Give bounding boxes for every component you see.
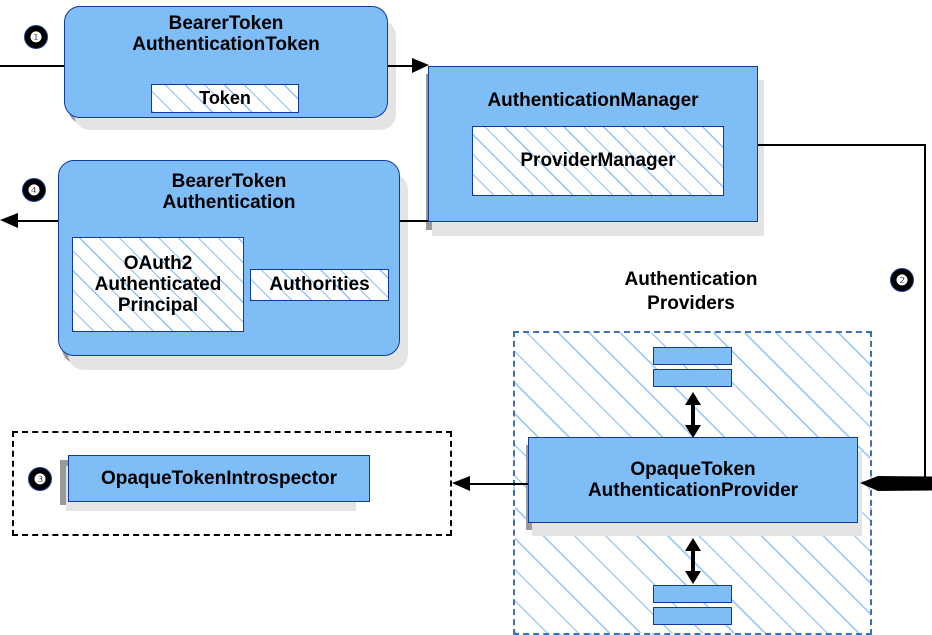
principal-label-line3: Principal <box>117 295 199 317</box>
authentication-providers-heading-line1: Authentication <box>624 269 758 290</box>
badge-step-1: ❶ <box>24 25 48 49</box>
badge-step-2-label: ❷ <box>895 271 909 288</box>
provider-stack-bar-bottom-1 <box>653 585 732 603</box>
principal-label-line1: OAuth2 <box>123 252 193 274</box>
double-arrow-bottom <box>685 538 701 584</box>
inner-box-token-label: Token <box>199 88 251 109</box>
node-opaque-token-authentication-provider[interactable]: OpaqueToken AuthenticationProvider <box>528 437 858 523</box>
authentication-manager-title: AuthenticationManager <box>487 90 699 111</box>
arrowhead-provider-to-introspector <box>452 476 470 491</box>
connector-bearer-token-to-manager <box>388 65 418 67</box>
connector-authentication-output <box>14 220 60 222</box>
node-authentication-manager[interactable]: AuthenticationManager ProviderManager <box>428 66 758 222</box>
provider-stack-bar-top-2 <box>653 369 732 387</box>
node-bearer-token-authentication-token[interactable]: BearerToken AuthenticationToken Token <box>64 6 388 118</box>
provider-stack-bar-top-1 <box>653 347 732 365</box>
connector-manager-to-authentication <box>398 220 430 222</box>
bearer-token-authentication-token-title-line2: AuthenticationToken <box>132 34 320 56</box>
bearer-token-authentication-token-title-line1: BearerToken <box>168 13 284 34</box>
connector-manager-right-h <box>758 144 926 146</box>
inner-box-authorities[interactable]: Authorities <box>250 269 389 301</box>
arrowhead-authentication-output <box>0 213 18 228</box>
opaque-token-authentication-provider-title-line1: OpaqueToken <box>630 458 756 480</box>
provider-stack-bar-bottom-2 <box>653 607 732 625</box>
bearer-token-authentication-title-line1: BearerToken <box>171 171 287 192</box>
arrowhead-bearer-token-to-manager <box>412 58 429 73</box>
inner-box-provider-manager[interactable]: ProviderManager <box>472 126 724 196</box>
connector-provider-to-introspector <box>470 483 528 485</box>
double-arrow-top <box>685 392 701 438</box>
opaque-token-authentication-provider-title-line2: AuthenticationProvider <box>587 480 799 501</box>
authorities-label: Authorities <box>269 274 370 296</box>
opaque-token-introspector-title: OpaqueTokenIntrospector <box>100 467 338 489</box>
bearer-token-authentication-title-line2: Authentication <box>162 192 296 214</box>
badge-step-1-label: ❶ <box>29 28 43 45</box>
inner-box-provider-manager-label: ProviderManager <box>520 150 676 172</box>
principal-label-line2: Authenticated <box>94 273 222 295</box>
authentication-providers-heading-line2: Providers <box>647 292 735 314</box>
badge-step-4: ❹ <box>22 178 46 202</box>
badge-step-4-label: ❹ <box>27 181 41 198</box>
arrowhead-manager-to-provider <box>860 476 932 491</box>
badge-step-3: ❸ <box>28 467 52 491</box>
node-bearer-token-authentication[interactable]: BearerToken Authentication OAuth2 Authen… <box>58 160 400 356</box>
node-opaque-token-introspector[interactable]: OpaqueTokenIntrospector <box>68 455 370 502</box>
inner-box-oauth2-authenticated-principal[interactable]: OAuth2 Authenticated Principal <box>72 237 244 332</box>
badge-step-2: ❷ <box>890 268 914 292</box>
badge-step-3-label: ❸ <box>33 470 47 487</box>
connector-manager-right-v <box>924 144 926 484</box>
authentication-providers-heading: Authentication Providers <box>512 268 870 316</box>
connector-input-line <box>0 65 68 67</box>
inner-box-token[interactable]: Token <box>151 84 299 113</box>
